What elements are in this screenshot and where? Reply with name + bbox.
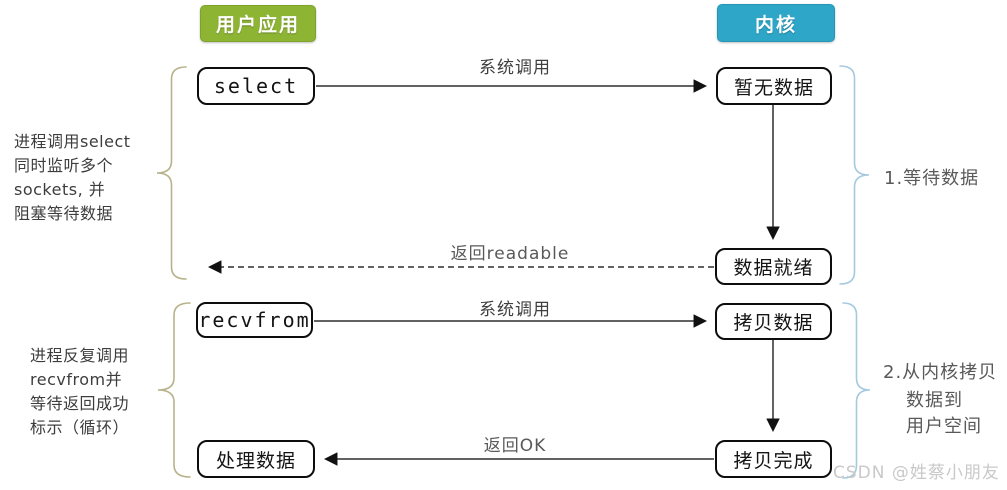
label-syscall-bottom: 系统调用 — [479, 300, 551, 320]
node-recvfrom: recvfrom — [196, 302, 313, 338]
brace-left-bottom — [157, 302, 191, 478]
annotation-recvfrom-phase: 进程反复调用 recvfrom并 等待返回成功 标示（循环） — [30, 346, 130, 437]
node-process-data: 处理数据 — [197, 440, 315, 478]
header-user-application: 用户应用 — [200, 5, 316, 42]
annotation-select-phase: 进程调用select 同时监听多个 sockets, 并 阻塞等待数据 — [14, 132, 131, 223]
label-return-readable: 返回readable — [450, 244, 570, 264]
node-data-ready: 数据就绪 — [715, 248, 832, 285]
watermark: CSDN @姓蔡小朋友 — [833, 463, 1000, 483]
node-select: select — [197, 67, 315, 105]
annotation-wait-data: 1.等待数据 — [884, 168, 980, 189]
annotation-copy-line1: 2.从内核拷贝 — [883, 362, 998, 383]
brace-right-top — [839, 65, 870, 285]
node-copy-data: 拷贝数据 — [715, 303, 832, 340]
node-no-data: 暂无数据 — [716, 67, 832, 105]
annotation-copy-line3: 用户空间 — [906, 416, 982, 437]
header-kernel: 内核 — [717, 4, 835, 42]
brace-left-top — [156, 66, 187, 280]
brace-right-bottom — [842, 302, 871, 479]
label-return-ok: 返回OK — [483, 436, 547, 456]
annotation-copy-line2: 数据到 — [906, 390, 963, 411]
node-copy-done: 拷贝完成 — [715, 440, 832, 478]
label-syscall-top: 系统调用 — [479, 58, 551, 78]
